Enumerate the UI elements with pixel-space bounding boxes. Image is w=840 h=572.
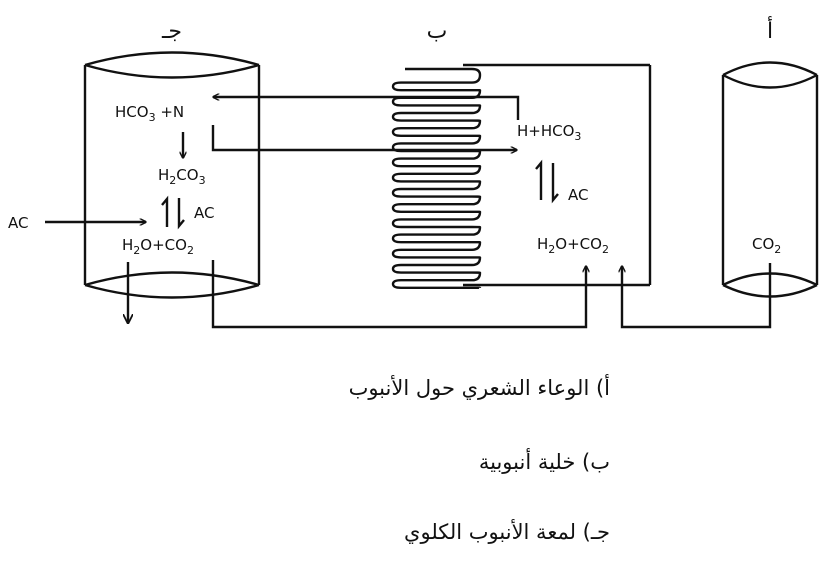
arrow-lumen-co2-to-cell <box>211 260 586 329</box>
lumen-reversible-arrows <box>161 195 185 230</box>
tubular-cell-box <box>463 63 652 287</box>
label-middle-cell: ب <box>427 19 448 44</box>
arrow-lumen-to-cell <box>211 125 517 150</box>
caption-capillary: أ) الوعاء الشعري حول الأنبوب <box>348 376 610 400</box>
caption-tubule-lumen: جـ) لمعة الأنبوب الكلوي <box>404 520 610 544</box>
lumen-water-plus-co2: H2O+CO2 <box>122 236 194 257</box>
lumen-carbonic-acid: H2CO3 <box>158 166 206 187</box>
cell-reversible-arrows <box>535 159 559 204</box>
arrow-cell-to-lumen <box>213 97 520 120</box>
microvilli-coil <box>391 67 482 290</box>
lumen-enzyme-label: AC <box>194 204 214 222</box>
tubule-lumen-cylinder <box>83 51 261 299</box>
capillary-co2: CO2 <box>752 235 781 256</box>
cell-water-plus-co2: H2O+CO2 <box>537 235 609 256</box>
arrow-capillary-co2-to-cell <box>622 263 772 329</box>
cell-enzyme-label: AC <box>568 186 588 204</box>
caption-tubular-cell: ب) خلية أنبوبية <box>478 450 610 474</box>
capillary-cylinder <box>721 61 819 298</box>
label-left-vessel: جـ <box>161 19 182 44</box>
lumen-bicarbonate-plus-n: HCO3 +N <box>115 103 184 124</box>
cell-h-plus-bicarbonate: H+HCO3 <box>517 122 581 143</box>
external-enzyme-label: AC <box>8 214 28 232</box>
label-right-vessel: أ <box>767 16 773 44</box>
